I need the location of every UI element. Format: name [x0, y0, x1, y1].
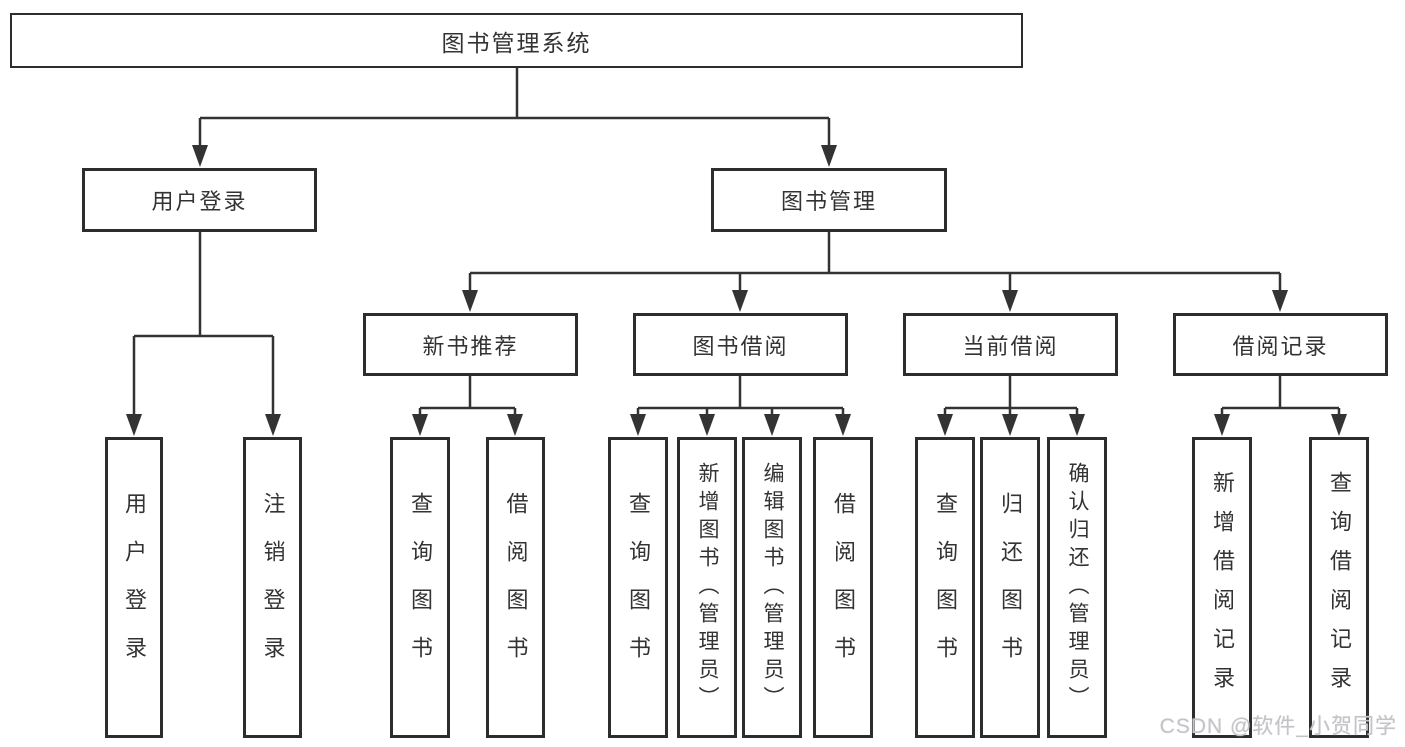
- leaf-add-books-admin: 新增图书（管理员）: [677, 437, 737, 738]
- leaf-user-login: 用户登录: [105, 437, 163, 738]
- node-user-login: 用户登录: [82, 168, 317, 232]
- node-book-management: 图书管理: [711, 168, 947, 232]
- node-new-book-recommend: 新书推荐: [363, 313, 578, 376]
- leaf-return-books: 归还图书: [980, 437, 1040, 738]
- leaf-confirm-return-admin: 确认归还（管理员）: [1047, 437, 1107, 738]
- leaf-query-books-borrow: 查询图书: [608, 437, 668, 738]
- node-borrow-records: 借阅记录: [1173, 313, 1388, 376]
- leaf-logout: 注销登录: [243, 437, 302, 738]
- leaf-edit-books-admin: 编辑图书（管理员）: [742, 437, 802, 738]
- node-current-borrow: 当前借阅: [903, 313, 1118, 376]
- node-book-borrow: 图书借阅: [633, 313, 848, 376]
- leaf-add-borrow-record: 新增借阅记录: [1192, 437, 1252, 738]
- leaf-query-borrow-record: 查询借阅记录: [1309, 437, 1369, 738]
- leaf-borrow-books: 借阅图书: [813, 437, 873, 738]
- leaf-query-books-recommend: 查询图书: [390, 437, 450, 738]
- leaf-query-books-current: 查询图书: [915, 437, 975, 738]
- node-library-management-system: 图书管理系统: [10, 13, 1023, 68]
- leaf-borrow-books-recommend: 借阅图书: [486, 437, 545, 738]
- csdn-watermark: CSDN @软件_小贺同学: [1159, 715, 1397, 738]
